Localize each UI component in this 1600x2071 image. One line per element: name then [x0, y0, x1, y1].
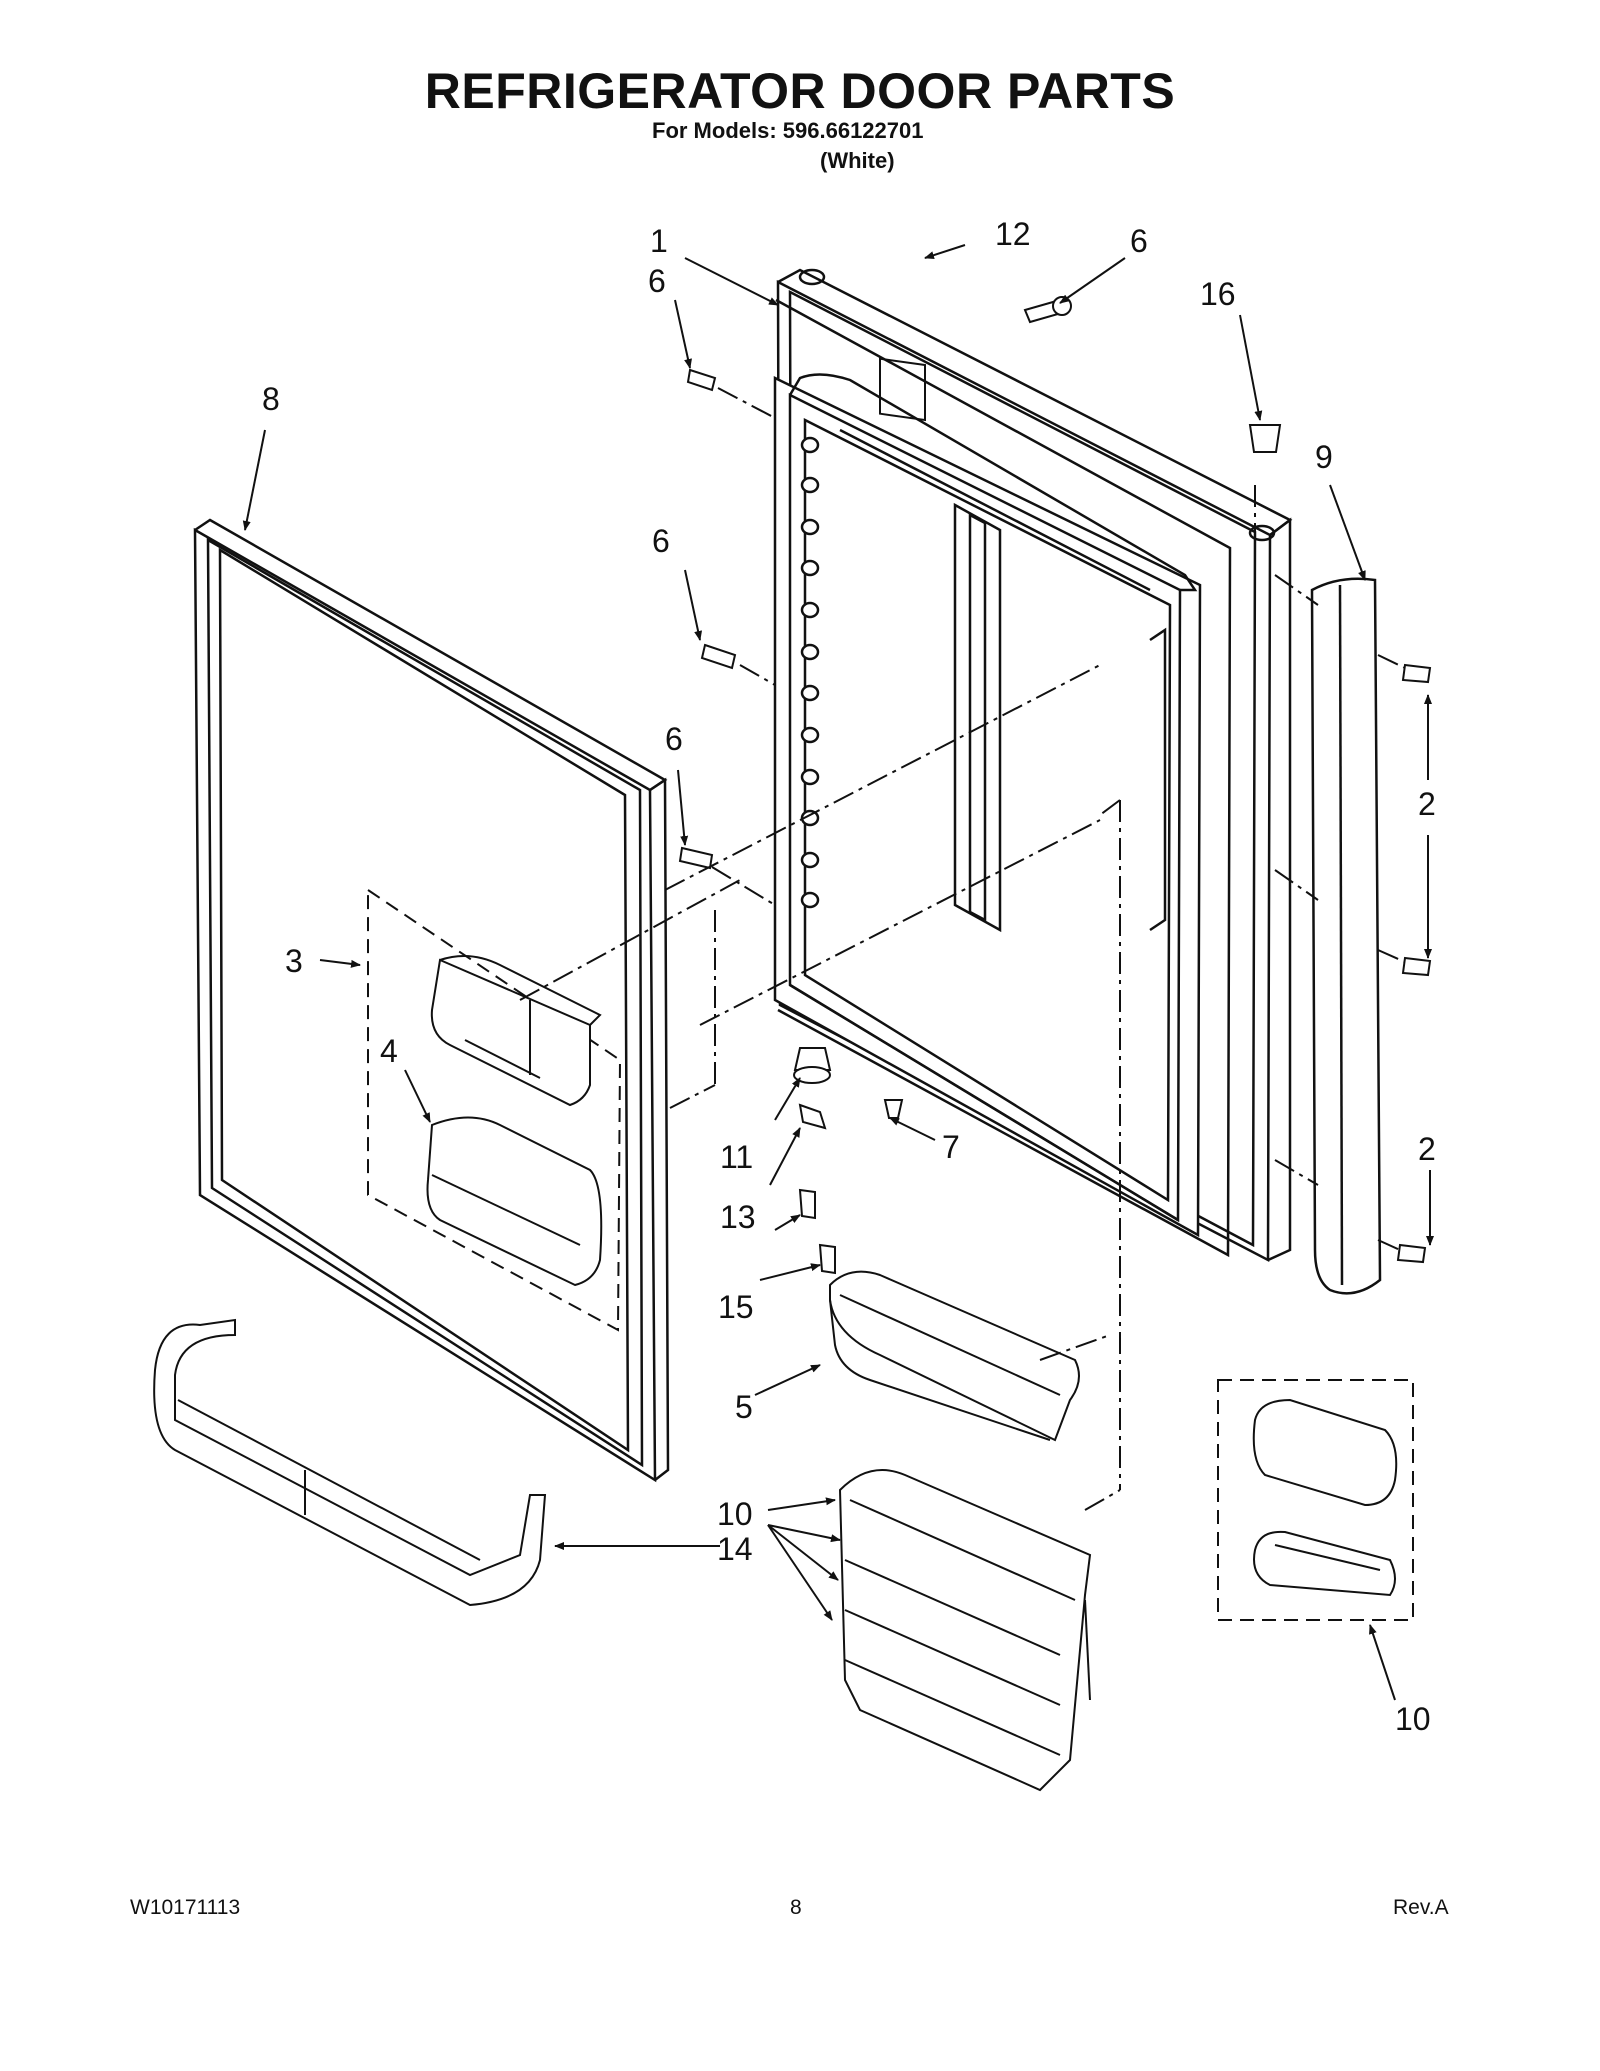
assembly-lines	[519, 387, 1406, 1511]
door-gasket	[193, 518, 670, 1483]
callout-1: 1	[650, 223, 668, 259]
color-line: (White)	[820, 148, 895, 173]
callout-12: 12	[995, 216, 1031, 252]
door-trim	[1310, 577, 1382, 1295]
callout-11: 11	[720, 1139, 753, 1175]
callout-3: 3	[285, 943, 303, 979]
callout-10: 10	[717, 1496, 753, 1532]
callout-6: 6	[1130, 223, 1148, 259]
revision-label: Rev.A	[1393, 1896, 1449, 1919]
callout-6: 6	[648, 263, 666, 299]
callout-14: 14	[717, 1531, 753, 1567]
callout-9: 9	[1315, 439, 1333, 475]
callout-2: 2	[1418, 786, 1436, 822]
callout-7: 7	[942, 1129, 960, 1165]
callout-5: 5	[735, 1389, 753, 1425]
callout-13: 13	[720, 1199, 756, 1235]
page-number: 8	[790, 1896, 802, 1919]
callout-6: 6	[665, 721, 683, 757]
door-bin-stack	[838, 1469, 1092, 1792]
door-bin-small	[829, 1270, 1080, 1442]
callout-15: 15	[718, 1289, 754, 1325]
document-number: W10171113	[130, 1896, 241, 1919]
dairy-door-assembly	[1217, 1379, 1414, 1621]
dispenser-assembly	[367, 888, 622, 1332]
callout-6: 6	[652, 523, 670, 559]
models-line: For Models: 596.66122701	[652, 118, 924, 143]
callout-8: 8	[262, 381, 280, 417]
hardware-parts	[678, 296, 1432, 1275]
door-handle	[153, 1318, 547, 1607]
leader-arrows	[242, 244, 1434, 1701]
door-liner	[773, 268, 1293, 1263]
callout-4: 4	[380, 1033, 398, 1069]
callout-10: 10	[1395, 1701, 1431, 1737]
callout-16: 16	[1200, 276, 1236, 312]
callout-2: 2	[1418, 1131, 1436, 1167]
page-title: REFRIGERATOR DOOR PARTS	[424, 63, 1176, 119]
